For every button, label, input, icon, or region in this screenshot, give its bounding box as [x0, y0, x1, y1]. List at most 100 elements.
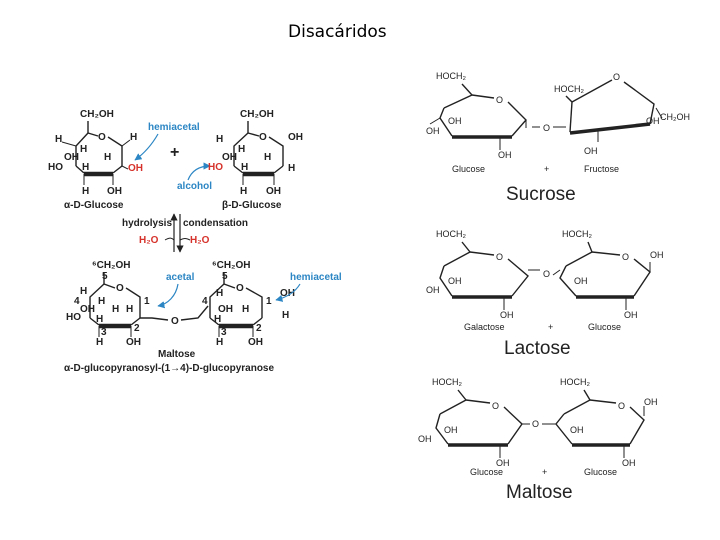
svg-text:OH: OH	[128, 163, 143, 174]
svg-text:O: O	[116, 283, 124, 294]
svg-text:H: H	[96, 337, 103, 348]
svg-text:OH: OH	[500, 310, 514, 320]
svg-text:5: 5	[102, 271, 108, 282]
svg-text:OH: OH	[584, 146, 598, 156]
svg-text:OH: OH	[570, 425, 584, 435]
svg-text:HOCH₂: HOCH₂	[436, 229, 466, 239]
svg-text:5: 5	[222, 271, 228, 282]
svg-text:1: 1	[266, 296, 272, 307]
hydrolysis-label: hydrolysis	[122, 218, 172, 229]
svg-text:OH: OH	[426, 126, 440, 136]
svg-text:O: O	[496, 252, 503, 262]
svg-text:HO: HO	[66, 312, 81, 323]
h2o-right: H₂O	[190, 235, 210, 246]
page-title: Disacáridos	[288, 22, 387, 42]
svg-text:HOCH₂: HOCH₂	[554, 84, 584, 94]
svg-text:O: O	[236, 283, 244, 294]
sucrose-structure: HOCH₂ O OH OH OH O HOCH₂ O OH OH CH₂OH G…	[426, 71, 690, 174]
svg-text:HOCH₂: HOCH₂	[432, 377, 462, 387]
svg-text:H: H	[240, 186, 247, 197]
svg-text:H: H	[98, 296, 105, 307]
svg-text:O: O	[492, 401, 499, 411]
svg-text:OH: OH	[444, 425, 458, 435]
svg-text:OH: OH	[646, 116, 660, 126]
svg-text:+: +	[544, 164, 549, 174]
svg-text:OH: OH	[622, 458, 636, 468]
svg-text:Fructose: Fructose	[584, 164, 619, 174]
svg-text:Glucose: Glucose	[452, 164, 485, 174]
svg-text:H: H	[80, 286, 87, 297]
alcohol-label: alcohol	[177, 181, 212, 192]
svg-text:OH: OH	[644, 397, 658, 407]
svg-text:Glucose: Glucose	[588, 322, 621, 332]
maltose-haworth-structure: ⁶CH₂OH 5 O H H 4 OH H H 1 HO H 2 3 H OH …	[66, 260, 295, 348]
svg-text:HOCH₂: HOCH₂	[562, 229, 592, 239]
svg-text:Glucose: Glucose	[470, 467, 503, 477]
hemiacetal-label-bottom: hemiacetal	[290, 272, 342, 283]
svg-text:O: O	[543, 123, 550, 133]
ring-oxygen: O	[98, 132, 106, 143]
svg-text:HOCH₂: HOCH₂	[436, 71, 466, 81]
svg-text:H: H	[238, 144, 245, 155]
alpha-glucose-label: α-D-Glucose	[64, 200, 124, 211]
svg-text:O: O	[496, 95, 503, 105]
svg-text:HO: HO	[48, 162, 63, 173]
svg-text:OH: OH	[126, 337, 141, 348]
svg-text:O: O	[171, 316, 179, 327]
svg-text:O: O	[618, 401, 625, 411]
beta-glucose-label: β-D-Glucose	[222, 200, 282, 211]
svg-text:OH: OH	[448, 116, 462, 126]
svg-text:⁶CH₂OH: ⁶CH₂OH	[92, 260, 131, 271]
svg-text:OH: OH	[80, 304, 95, 315]
maltose-structure-right: HOCH₂ O OH OH OH O HOCH₂ O OH OH OH Gluc…	[418, 377, 658, 477]
svg-text:OH: OH	[624, 310, 638, 320]
svg-text:O: O	[259, 132, 267, 143]
svg-text:OH: OH	[418, 434, 432, 444]
svg-text:H: H	[216, 288, 223, 299]
svg-text:H: H	[104, 152, 111, 163]
svg-text:H: H	[96, 314, 103, 325]
svg-text:HOCH₂: HOCH₂	[560, 377, 590, 387]
svg-text:H: H	[55, 134, 62, 145]
svg-text:CH₂OH: CH₂OH	[240, 109, 274, 120]
svg-text:H: H	[216, 337, 223, 348]
acetal-label: acetal	[166, 272, 195, 283]
svg-text:O: O	[543, 269, 550, 279]
svg-text:H: H	[82, 162, 89, 173]
svg-text:OH: OH	[64, 152, 79, 163]
svg-text:OH: OH	[498, 150, 512, 160]
svg-text:2: 2	[134, 323, 140, 334]
svg-text:OH: OH	[107, 186, 122, 197]
svg-text:OH: OH	[574, 276, 588, 286]
svg-text:OH: OH	[248, 337, 263, 348]
svg-text:4: 4	[74, 296, 80, 307]
svg-text:Glucose: Glucose	[584, 467, 617, 477]
svg-text:HO: HO	[208, 162, 223, 173]
svg-text:H: H	[282, 310, 289, 321]
svg-text:O: O	[613, 72, 620, 82]
beta-glucose-structure: CH₂OH O HO H H OH H OH H H H OH β-D-Gluc…	[208, 109, 303, 211]
maltose-label-left: Maltose	[158, 349, 196, 360]
svg-text:+: +	[548, 322, 553, 332]
sucrose-label: Sucrose	[506, 184, 576, 205]
svg-text:2: 2	[256, 323, 262, 334]
lactose-label: Lactose	[504, 338, 571, 359]
svg-text:OH: OH	[218, 304, 233, 315]
svg-text:4: 4	[202, 296, 208, 307]
svg-text:OH: OH	[448, 276, 462, 286]
svg-text:3: 3	[221, 327, 227, 338]
svg-text:OH: OH	[426, 285, 440, 295]
svg-text:Galactose: Galactose	[464, 322, 505, 332]
svg-text:CH₂OH: CH₂OH	[660, 112, 690, 122]
lactose-structure: HOCH₂ O OH OH OH O HOCH₂ O OH OH OH Gala…	[426, 229, 664, 332]
svg-text:H: H	[242, 304, 249, 315]
svg-text:H: H	[241, 162, 248, 173]
svg-text:H: H	[112, 304, 119, 315]
svg-text:H: H	[126, 304, 133, 315]
svg-text:OH: OH	[222, 152, 237, 163]
svg-text:O: O	[532, 419, 539, 429]
alpha-glucose-structure: CH₂OH O H H OH H H HO H OH H OH α-D-Gluc…	[48, 109, 143, 211]
plus-sign: +	[170, 144, 179, 161]
svg-text:H: H	[264, 152, 271, 163]
